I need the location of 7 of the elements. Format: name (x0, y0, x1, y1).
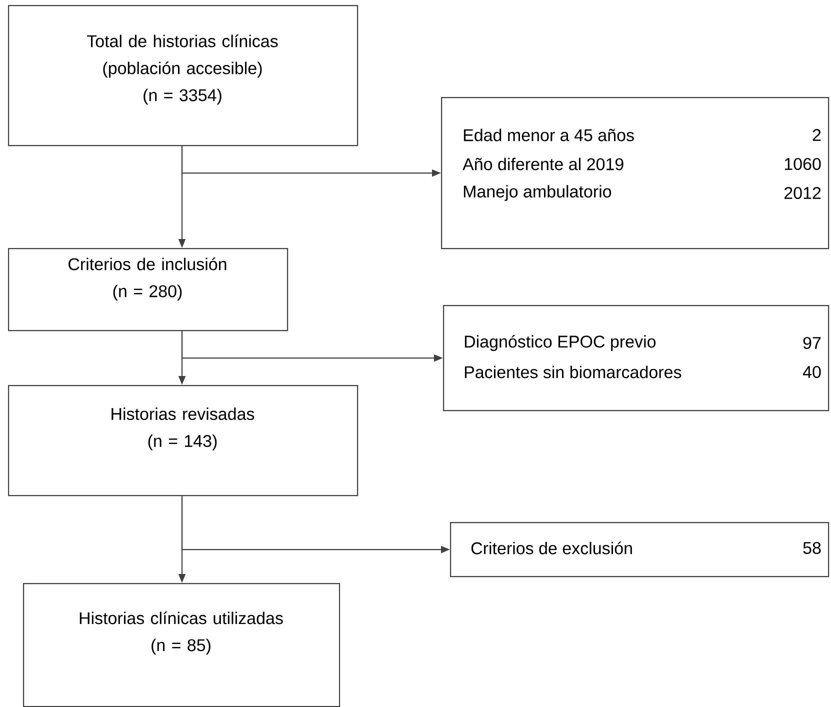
process-box: Total de historias clínicas (población accesible) (n = 3354) (8, 5, 358, 146)
exclusion-box: Edad menor a 45 años 2 Año diferente al 2019 1060 Manejo ambulatorio 2012 (441, 97, 830, 250)
process-box: Historias revisadas (n = 143) (8, 385, 358, 496)
exclusion-box: Diagnóstico EPOC previo 97 Pacientes sin biomarcadores 40 (443, 305, 830, 412)
exclusion-box: Criterios de exclusión 58 (450, 522, 830, 578)
process-box: Historias clínicas utilizadas (n = 85) (23, 583, 340, 707)
process-box: Criterios de inclusión (n = 280) (8, 248, 288, 332)
